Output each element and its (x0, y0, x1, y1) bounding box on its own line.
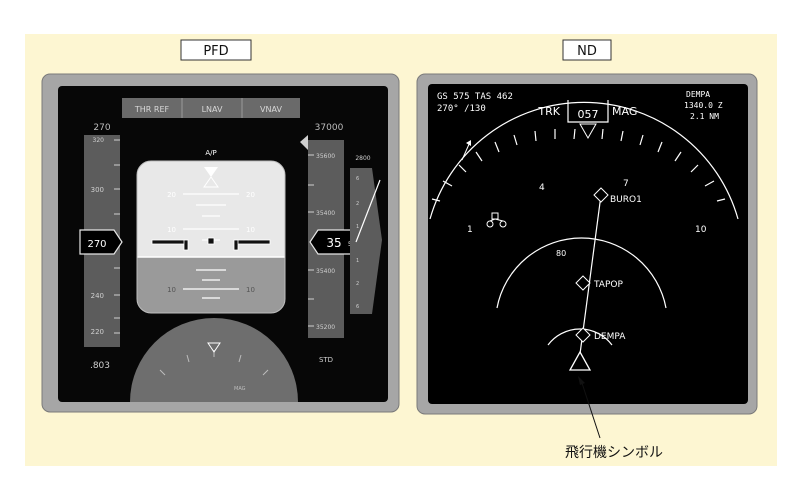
waypoint-buro1-label: BURO1 (610, 195, 642, 205)
track-label: TRK (537, 105, 560, 118)
route-line (579, 194, 602, 355)
compass-rose-ticks (431, 128, 726, 202)
pitch-20-right: 20 (246, 191, 255, 199)
speed-tick-240: 240 (91, 292, 104, 300)
speed-tick-220: 220 (91, 328, 104, 336)
waypoint-tapop-label: TAPOP (593, 280, 623, 290)
heading-compass (130, 318, 298, 402)
pfd-caption: PFD (203, 44, 228, 59)
pitch-20-left: 20 (167, 191, 176, 199)
pfd-aircraft-symbol-icon (151, 237, 271, 251)
vsi-scale-1: 6 (356, 176, 359, 182)
airport-symbol-icon (486, 212, 507, 228)
speed-tick-320: 320 (93, 137, 105, 144)
range-ring-label: 80 (556, 249, 566, 258)
vsi-scale-5: 2 (356, 281, 359, 287)
alt-tick-3: 35400 (316, 268, 335, 275)
waypoint-buro1-icon (593, 187, 609, 203)
baro-setting: STD (319, 356, 333, 364)
ground-speed: GS 575 TAS 462 (437, 92, 513, 102)
pfd-display: THR REF LNAV VNAV 270 37000 320 300 240 … (41, 73, 400, 413)
range-ring-inner (547, 328, 613, 346)
annotation-arrowhead-icon (578, 376, 585, 385)
vertical-speed-indicator (350, 168, 382, 314)
fma-roll: LNAV (202, 105, 223, 114)
mag-label: MAG (612, 105, 637, 118)
range-ring-outer (496, 237, 667, 309)
compass-mag: MAG (234, 386, 246, 392)
pfd-caption-box (180, 39, 252, 61)
selected-altitude: 37000 (315, 123, 344, 133)
nd-caption: ND (577, 44, 597, 59)
attitude-frame (136, 160, 286, 314)
track-box (567, 100, 609, 123)
waypoint-dempa-label: DEMPA (594, 332, 626, 342)
pitch-minus10-right: 10 (246, 286, 255, 294)
mach-readout: .803 (90, 361, 110, 371)
pitch-minus10-left: 10 (167, 286, 176, 294)
pitch-10-left: 10 (167, 226, 176, 234)
vsi-scale-6: 6 (356, 304, 359, 310)
pitch-10-right: 10 (246, 226, 255, 234)
nd-display: GS 575 TAS 462 270° /130 TRK 057 MAG DEM… (416, 73, 758, 415)
fma-bar (122, 98, 300, 118)
next-waypoint-eta: 1340.0 Z (684, 101, 723, 110)
vsi-target: 2800 (355, 155, 370, 162)
bank-pointer-icon (204, 167, 218, 177)
vsi-scale-2: 2 (356, 201, 359, 207)
alt-tick-1: 35600 (316, 153, 335, 160)
compass-rose (429, 101, 739, 220)
vsi-scale-4: 1 (356, 258, 359, 264)
nd-screen (428, 84, 748, 404)
waypoint-tapop-icon (575, 275, 591, 291)
fma-pitch: VNAV (260, 105, 282, 114)
current-speed: 270 (87, 239, 106, 250)
aircraft-symbol-annotation: 飛行機シンボル (565, 445, 663, 461)
heading-number-7: 7 (623, 179, 629, 189)
selected-speed: 270 (93, 123, 110, 133)
next-waypoint-name: DEMPA (686, 90, 710, 99)
nd-aircraft-symbol-icon (568, 350, 592, 371)
fma-thrust: THR REF (134, 105, 170, 114)
speed-readout-box (79, 229, 123, 255)
alt-tick-4: 35200 (316, 324, 335, 331)
heading-number-4: 4 (539, 183, 545, 193)
annotation-pointer (580, 379, 601, 439)
attitude-indicator: 20 20 10 10 10 10 (137, 161, 285, 313)
autopilot-annunciation: A/P (205, 149, 216, 157)
track-pointer-icon (579, 123, 597, 140)
alt-tick-2: 35400 (316, 210, 335, 217)
altitude-thousands: 35 (326, 236, 341, 250)
nd-caption-box (562, 39, 612, 61)
vsi-scale-3: 1 (356, 224, 359, 230)
track-value: 057 (578, 108, 599, 121)
heading-number-1: 1 (467, 225, 473, 235)
wind: 270° /130 (437, 104, 486, 114)
next-waypoint-distance: 2.1 NM (690, 112, 719, 121)
waypoint-dempa-icon (575, 327, 591, 343)
heading-number-10: 10 (695, 225, 707, 235)
heading-pointer-icon (207, 342, 221, 353)
speed-tick-300: 300 (91, 186, 104, 194)
